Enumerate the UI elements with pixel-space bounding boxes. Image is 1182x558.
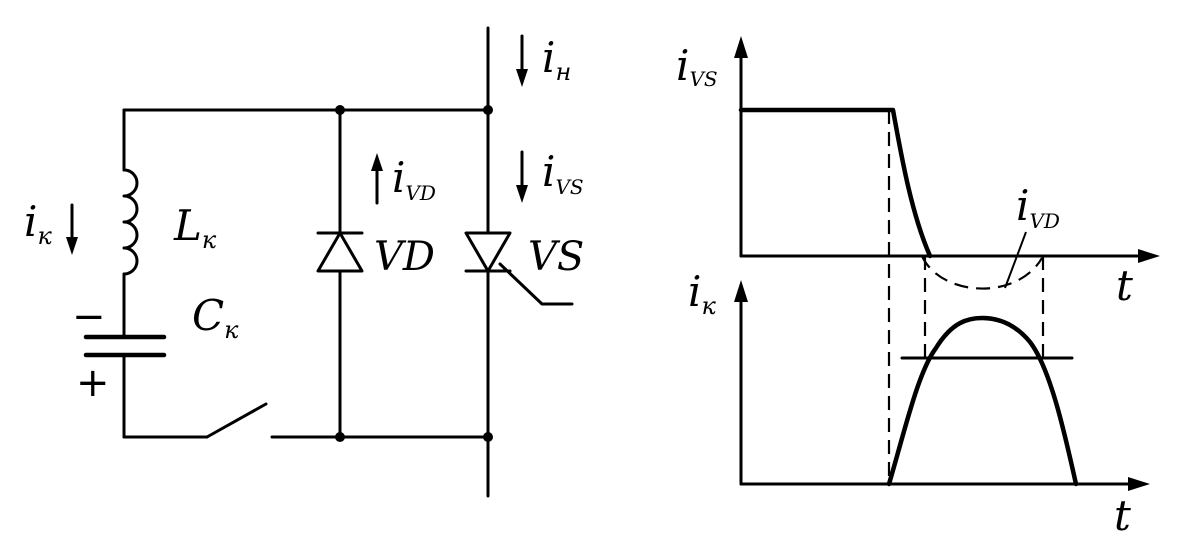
bottom-graph-x-label: t <box>1114 491 1131 540</box>
time-guides <box>887 110 1045 484</box>
bottom-graph-x-arrow <box>1128 477 1150 491</box>
top-graph-y-arrow <box>734 36 748 58</box>
junction-dot-top-main <box>483 105 493 115</box>
arrow-i-vs-down <box>516 150 528 203</box>
label-vs: VS <box>528 234 584 280</box>
junction-dot-bottom-diode <box>335 432 345 442</box>
diode-vd-symbol <box>316 231 364 273</box>
i-vd-leader-line <box>1004 231 1027 289</box>
top-graph-x-label: t <box>1116 261 1133 310</box>
label-i-vs: iVS <box>542 147 584 199</box>
switch-blade <box>205 402 268 439</box>
label-c-k: Cк <box>192 291 239 344</box>
i-k-curve <box>886 315 1079 487</box>
i-vs-curve <box>738 107 933 259</box>
inductor-coil <box>122 168 139 276</box>
capacitor-minus-sign: − <box>72 294 106 340</box>
graph-i-vs: iVS t iVD <box>676 36 1160 310</box>
i-vd-dashed-curve <box>920 255 1043 290</box>
circuit-schematic: iк Lк Cк − + iVD VD iн iVS VS <box>24 26 584 498</box>
capacitor-plus-sign: + <box>76 360 110 406</box>
junction-dot-bottom-main <box>483 432 493 442</box>
arrow-i-vd-up <box>371 153 383 205</box>
label-i-vd: iVD <box>392 153 436 205</box>
i-vd-curve-label: iVD <box>1016 181 1060 233</box>
junction-dot-top-diode <box>335 105 345 115</box>
top-graph-y-label: iVS <box>676 41 718 91</box>
bottom-graph-y-label: iк <box>688 267 716 320</box>
thyristor-vs-symbol <box>464 231 574 306</box>
label-i-n: iн <box>542 33 571 86</box>
bottom-graph-y-arrow <box>734 280 748 302</box>
top-graph-x-arrow <box>1138 249 1160 263</box>
arrow-i-n-down <box>516 34 528 87</box>
label-vd: VD <box>374 234 435 280</box>
graph-i-k: iк t <box>688 267 1150 540</box>
arrow-i-k-down <box>66 203 78 255</box>
label-i-k: iк <box>24 197 52 250</box>
label-l-k: Lк <box>173 201 217 254</box>
